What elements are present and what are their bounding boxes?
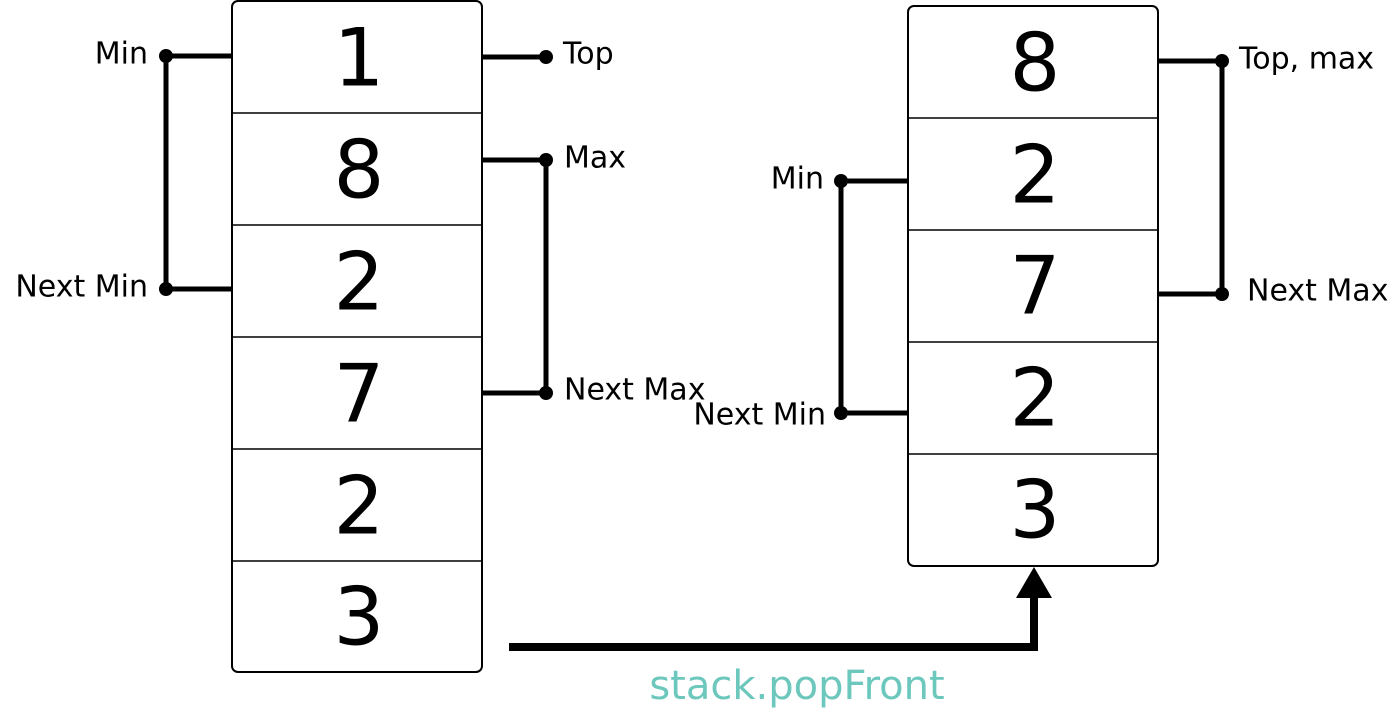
after-min-dot: [834, 174, 848, 188]
after-next-max-label: Next Max: [1247, 274, 1388, 309]
after-cell-value: 3: [1010, 464, 1061, 557]
pop-front-arrow: [509, 567, 1052, 651]
before-next-max-dot: [539, 386, 553, 400]
after-min-bracket: [838, 178, 908, 416]
after-next-min-dot: [834, 406, 848, 420]
before-max-label: Max: [564, 141, 626, 176]
before-min-label: Min: [95, 37, 148, 72]
after-stack: 8 2 7 2 3: [907, 5, 1159, 567]
before-cell-value: 7: [334, 348, 385, 441]
after-top-max-dot: [1215, 54, 1229, 68]
before-cell-value: 1: [334, 12, 385, 105]
after-min-label: Min: [771, 162, 824, 197]
before-next-min-dot: [159, 282, 173, 296]
before-max-dot: [539, 153, 553, 167]
after-cell-value: 2: [1010, 352, 1061, 445]
before-min-bracket: [163, 53, 232, 292]
before-cell-value: 8: [334, 124, 385, 217]
arrow-head-icon: [1016, 567, 1052, 598]
before-min-dot: [159, 49, 173, 63]
after-cell-value: 2: [1010, 129, 1061, 222]
after-max-bracket: [1158, 58, 1225, 297]
before-cell-value: 2: [334, 460, 385, 553]
after-next-min-label: Next Min: [693, 398, 826, 433]
before-top-label: Top: [562, 37, 614, 72]
before-next-max-label: Next Max: [564, 373, 705, 408]
before-top-dot: [539, 50, 553, 64]
operation-label: stack.popFront: [649, 663, 944, 709]
after-cell-value: 8: [1010, 17, 1061, 110]
before-cell-value: 2: [334, 236, 385, 329]
before-next-min-label: Next Min: [15, 270, 148, 305]
after-next-max-dot: [1215, 287, 1229, 301]
after-stack-frame: [907, 5, 1159, 567]
before-cell-value: 3: [334, 571, 385, 664]
after-cell-value: 7: [1010, 240, 1061, 333]
before-max-bracket: [482, 157, 549, 396]
before-stack: 1 8 2 7 2 3: [231, 0, 483, 673]
after-top-max-label: Top, max: [1238, 42, 1374, 77]
